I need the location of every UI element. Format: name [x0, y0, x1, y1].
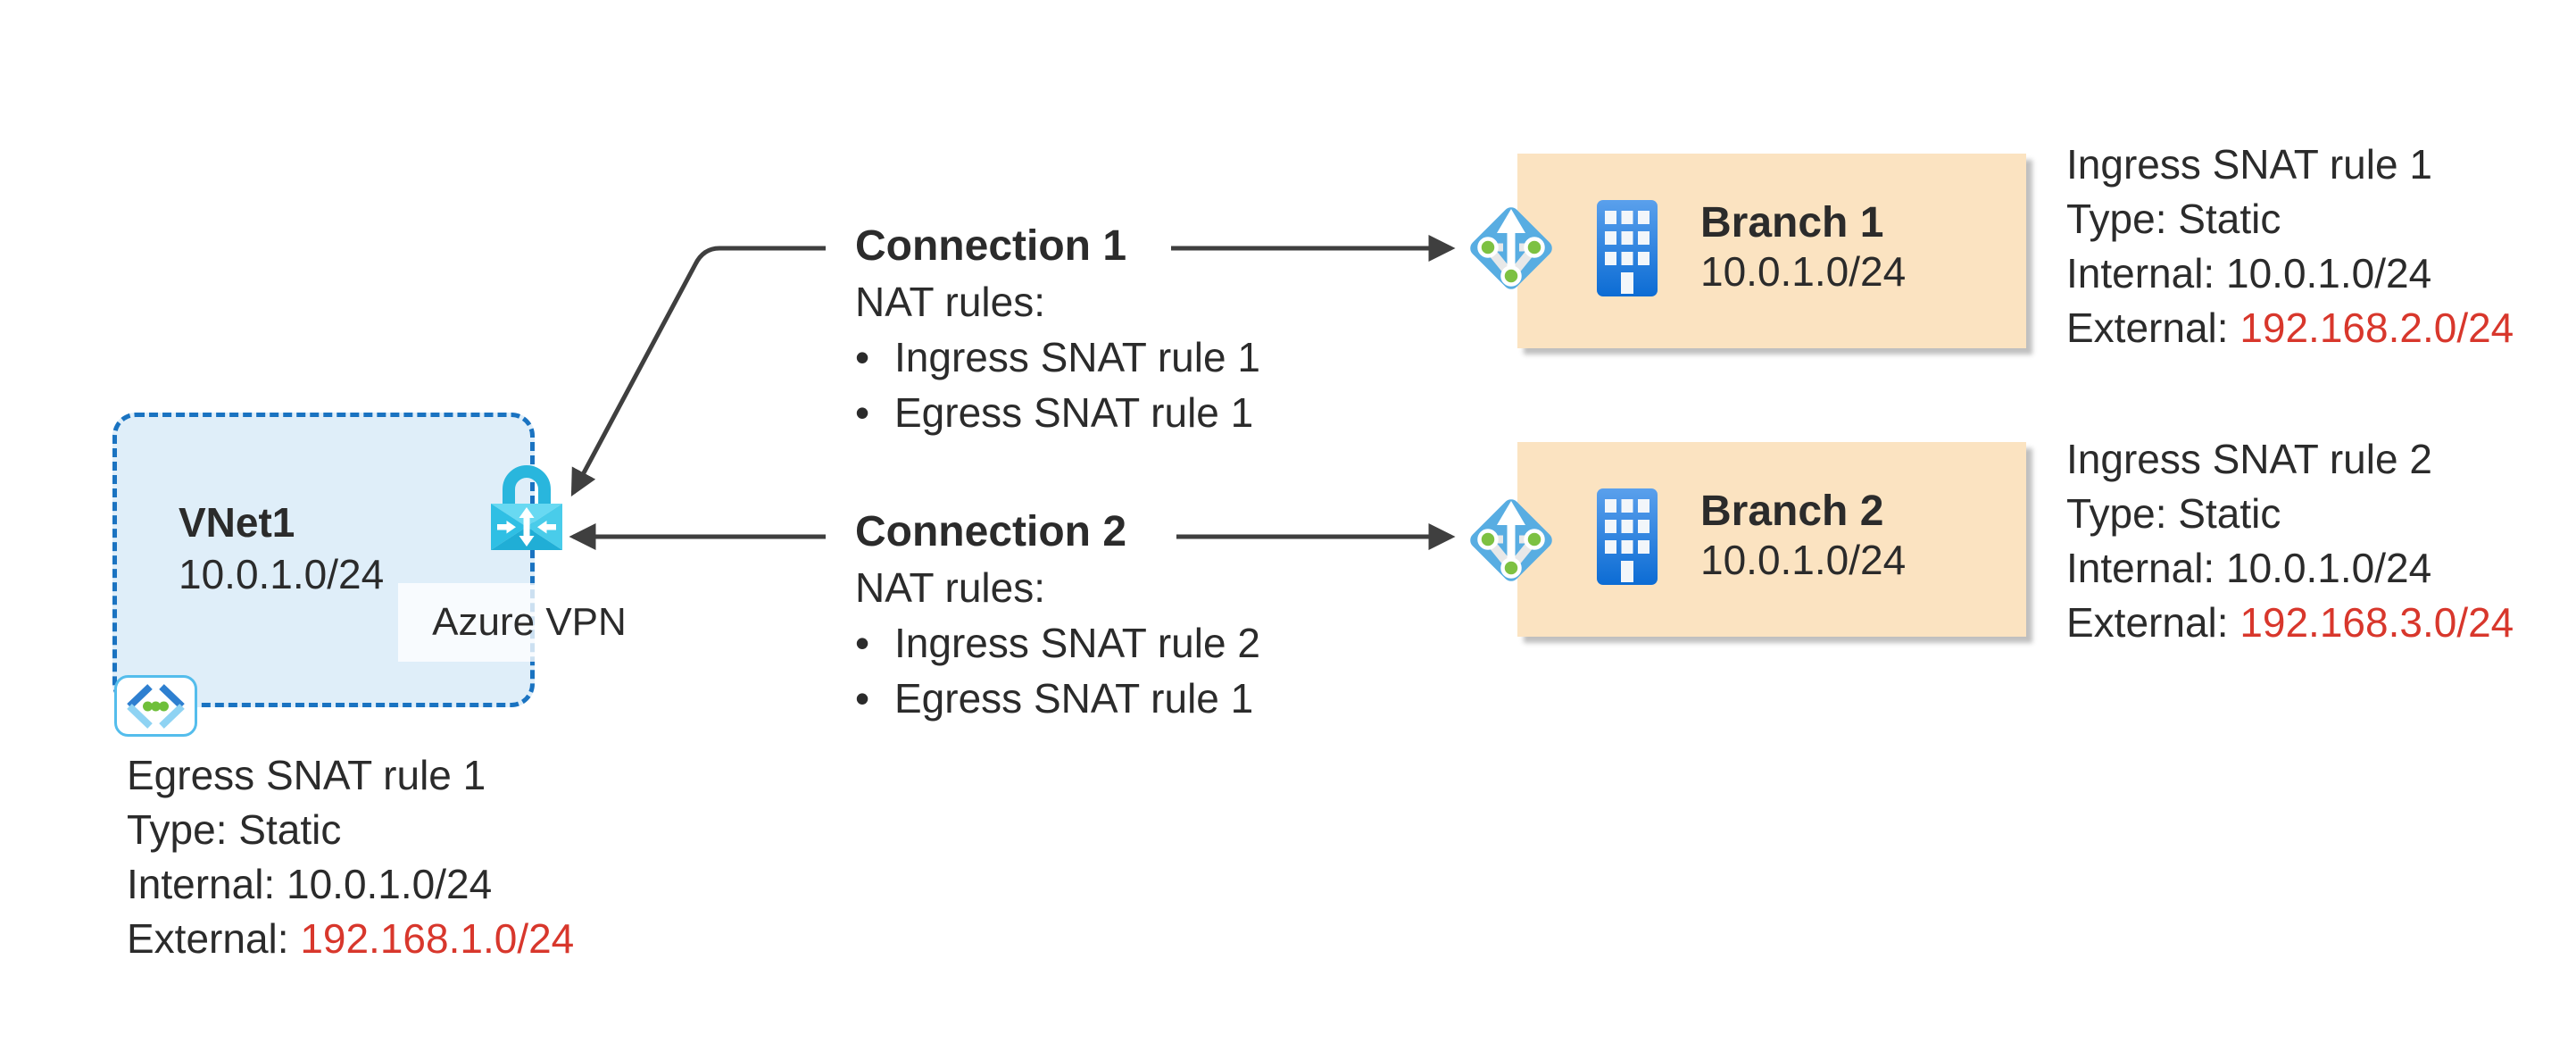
rule-internal: Internal: 10.0.1.0/24 — [2066, 545, 2432, 591]
rule-internal: Internal: 10.0.1.0/24 — [127, 861, 493, 907]
connection-2-rule-2: •Egress SNAT rule 1 — [855, 675, 1254, 722]
rule-external-label: External: — [2066, 599, 2229, 646]
rule-external-value: 192.168.1.0/24 — [300, 915, 575, 962]
connection-1-rule-1: •Ingress SNAT rule 1 — [855, 334, 1260, 380]
vnet-box — [112, 413, 535, 707]
local-network-gateway-icon-branch2 — [1470, 499, 1552, 581]
rule-type: Type: Static — [2066, 196, 2281, 242]
vnet-cidr: 10.0.1.0/24 — [179, 551, 385, 597]
rule-title: Ingress SNAT rule 2 — [2066, 436, 2432, 482]
rule-type: Type: Static — [127, 806, 342, 853]
connection-2-subtitle: NAT rules: — [855, 564, 1046, 611]
rule-external-label: External: — [127, 915, 289, 962]
azure-vpn-label: Azure VPN — [398, 583, 661, 662]
rule-external-label: External: — [2066, 305, 2229, 351]
vpn-gateway-lock-icon — [491, 465, 562, 550]
vnet-name: VNet1 — [179, 499, 295, 546]
rule-internal: Internal: 10.0.1.0/24 — [2066, 250, 2432, 296]
rule-external-value: 192.168.3.0/24 — [2239, 599, 2514, 646]
vnet-label: VNet1 10.0.1.0/24 — [179, 496, 384, 600]
connection-1-subtitle: NAT rules: — [855, 279, 1046, 325]
building-icon-branch1 — [1597, 200, 1658, 296]
local-network-gateway-icon-branch1 — [1470, 207, 1552, 289]
virtual-network-icon — [114, 675, 197, 737]
ingress-rule-text-branch1: Ingress SNAT rule 1 Type: Static Interna… — [2066, 138, 2514, 355]
rule-title: Ingress SNAT rule 1 — [2066, 141, 2432, 188]
connection-1-rule-2: •Egress SNAT rule 1 — [855, 389, 1254, 436]
rule-title: Egress SNAT rule 1 — [127, 752, 486, 798]
branch-1-label: Branch 1 10.0.1.0/24 — [1700, 198, 1906, 295]
branch-2-cidr: 10.0.1.0/24 — [1700, 537, 1907, 583]
egress-rule-text: Egress SNAT rule 1 Type: Static Internal… — [127, 748, 574, 966]
branch-1-name: Branch 1 — [1700, 199, 1884, 246]
connection-2-block: Connection 2 NAT rules: •Ingress SNAT ru… — [855, 505, 1260, 726]
connection-1-block: Connection 1 NAT rules: •Ingress SNAT ru… — [855, 219, 1260, 440]
building-icon-branch2 — [1597, 488, 1658, 585]
rule-type: Type: Static — [2066, 490, 2281, 537]
connection-2-rule-1: •Ingress SNAT rule 2 — [855, 620, 1260, 666]
rule-external-value: 192.168.2.0/24 — [2239, 305, 2514, 351]
rule-external: External: 192.168.3.0/24 — [2066, 596, 2514, 650]
branch-2-name: Branch 2 — [1700, 488, 1884, 535]
rule-external: External: 192.168.1.0/24 — [127, 912, 574, 966]
ingress-rule-text-branch2: Ingress SNAT rule 2 Type: Static Interna… — [2066, 432, 2514, 650]
connection-2-title: Connection 2 — [855, 508, 1127, 555]
arrow-connection1-to-vpn-gateway — [570, 246, 826, 496]
branch-1-cidr: 10.0.1.0/24 — [1700, 248, 1907, 295]
rule-external: External: 192.168.2.0/24 — [2066, 301, 2514, 355]
branch-2-label: Branch 2 10.0.1.0/24 — [1700, 487, 1906, 583]
connection-1-title: Connection 1 — [855, 222, 1127, 270]
